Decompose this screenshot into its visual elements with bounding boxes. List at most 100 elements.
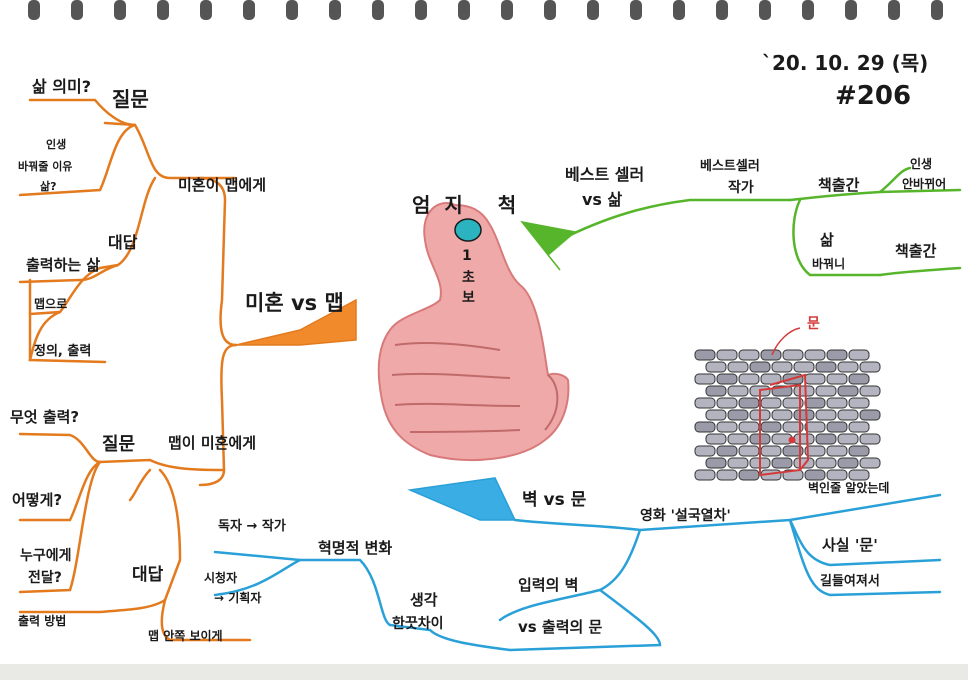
binding-ring [544, 0, 556, 20]
wall-brick [727, 457, 749, 469]
wall-brick [716, 445, 738, 457]
think-line1: 생각 [410, 591, 438, 609]
bestseller-author-line2: 작가 [728, 179, 754, 196]
map-to-marriage-label: 맵이 미혼에게 [168, 434, 256, 452]
binding-ring [415, 0, 427, 20]
wall-brick [727, 433, 749, 445]
wall-brick [826, 397, 848, 409]
wall-brick [738, 445, 760, 457]
wall-brick [738, 373, 760, 385]
door-tag: 문 [807, 316, 820, 332]
movie-title: 영화 '설국열차' [640, 507, 731, 524]
branch-marriage-title: 미혼 vs 맵 [245, 291, 344, 315]
wall-brick [738, 421, 760, 433]
wall-brick [694, 349, 716, 361]
wall-brick [716, 373, 738, 385]
wall-branch-lines [213, 477, 942, 652]
map-q3-line2: 전달? [28, 569, 62, 586]
wall-brick [705, 457, 727, 469]
date-text: `20. 10. 29 (목) [762, 51, 928, 75]
wall-brick [782, 349, 804, 361]
bestseller-title-line1: 베스트 셀러 [565, 165, 644, 184]
binding-ring [28, 0, 40, 20]
wall-brick [694, 445, 716, 457]
wall-brick [837, 385, 859, 397]
wall-brick [694, 397, 716, 409]
binding-ring [372, 0, 384, 20]
wall-brick [694, 373, 716, 385]
wall-brick [815, 433, 837, 445]
bestseller-life-line1: 인생 [910, 156, 932, 171]
wall-brick [848, 469, 870, 481]
wall-brick [848, 349, 870, 361]
wall-brick [716, 397, 738, 409]
binding-ring [888, 0, 900, 20]
wall-brick [859, 433, 881, 445]
wall-brick [705, 361, 727, 373]
wall-brick [859, 385, 881, 397]
map-answer-label: 대답 [132, 565, 164, 585]
wall-brick [760, 349, 782, 361]
wall-note: 벽인줄 알았는데 [808, 480, 889, 495]
binding-ring [157, 0, 169, 20]
wall-brick [705, 385, 727, 397]
binding-ring [759, 0, 771, 20]
wall-brick [804, 469, 826, 481]
wall-brick [760, 397, 782, 409]
map-q3-line1: 누구에게 [20, 548, 72, 564]
door-icon [759, 327, 810, 477]
bestseller-publish-1: 책출간 [818, 176, 860, 194]
marriage-answer-label: 대답 [108, 233, 138, 252]
wall-brick [859, 457, 881, 469]
wall-brick [716, 421, 738, 433]
bestseller-life-line2: 안바뀌어 [902, 176, 946, 191]
center-badge-mid: 초 [462, 270, 475, 286]
binding-ring [71, 0, 83, 20]
wall-brick [804, 445, 826, 457]
sheet-number: #206 [835, 81, 911, 111]
wall-brick [815, 361, 837, 373]
wall-brick [815, 385, 837, 397]
wall-brick [771, 409, 793, 421]
binding-ring [243, 0, 255, 20]
wall-vs-door-title: 벽 vs 문 [522, 490, 587, 510]
wall-brick [837, 409, 859, 421]
binding-ring [501, 0, 513, 20]
binding-ring [845, 0, 857, 20]
binding-ring [716, 0, 728, 20]
wall-brick [826, 421, 848, 433]
brick-wall-icon [694, 349, 881, 481]
spiral-binding-icon [0, 0, 968, 20]
wall-brick [804, 397, 826, 409]
wall-brick [793, 361, 815, 373]
marriage-q1: 삶 의미? [32, 77, 91, 96]
wall-brick [694, 421, 716, 433]
wall-brick [760, 445, 782, 457]
binding-ring [458, 0, 470, 20]
think-line2: 한끗차이 [392, 615, 444, 632]
wall-brick [826, 469, 848, 481]
binding-ring [630, 0, 642, 20]
map-question-label: 질문 [102, 434, 135, 455]
fact-note: 사실 '문' [822, 536, 878, 554]
wall-brick [826, 349, 848, 361]
map-a2: 맵 안쪽 보이게 [148, 628, 223, 643]
viewer-line1: 시청자 [204, 570, 237, 585]
binding-ring [587, 0, 599, 20]
wall-brick [837, 361, 859, 373]
binding-ring [329, 0, 341, 20]
wall-brick [793, 409, 815, 421]
map-a1: 출력 방법 [18, 613, 66, 628]
wall-brick [749, 361, 771, 373]
marriage-to-map-label: 미혼이 맵에게 [178, 176, 266, 194]
wall-brick [727, 385, 749, 397]
binding-ring [114, 0, 126, 20]
marriage-a2: 맵으로 [34, 296, 67, 311]
wall-brick [859, 361, 881, 373]
bestseller-publish-2: 책출간 [895, 242, 937, 260]
wall-brick [837, 457, 859, 469]
wall-brick [859, 409, 881, 421]
marriage-branch-lines [18, 98, 357, 642]
marriage-a1: 출력하는 삶 [26, 256, 100, 274]
wall-brick [705, 433, 727, 445]
